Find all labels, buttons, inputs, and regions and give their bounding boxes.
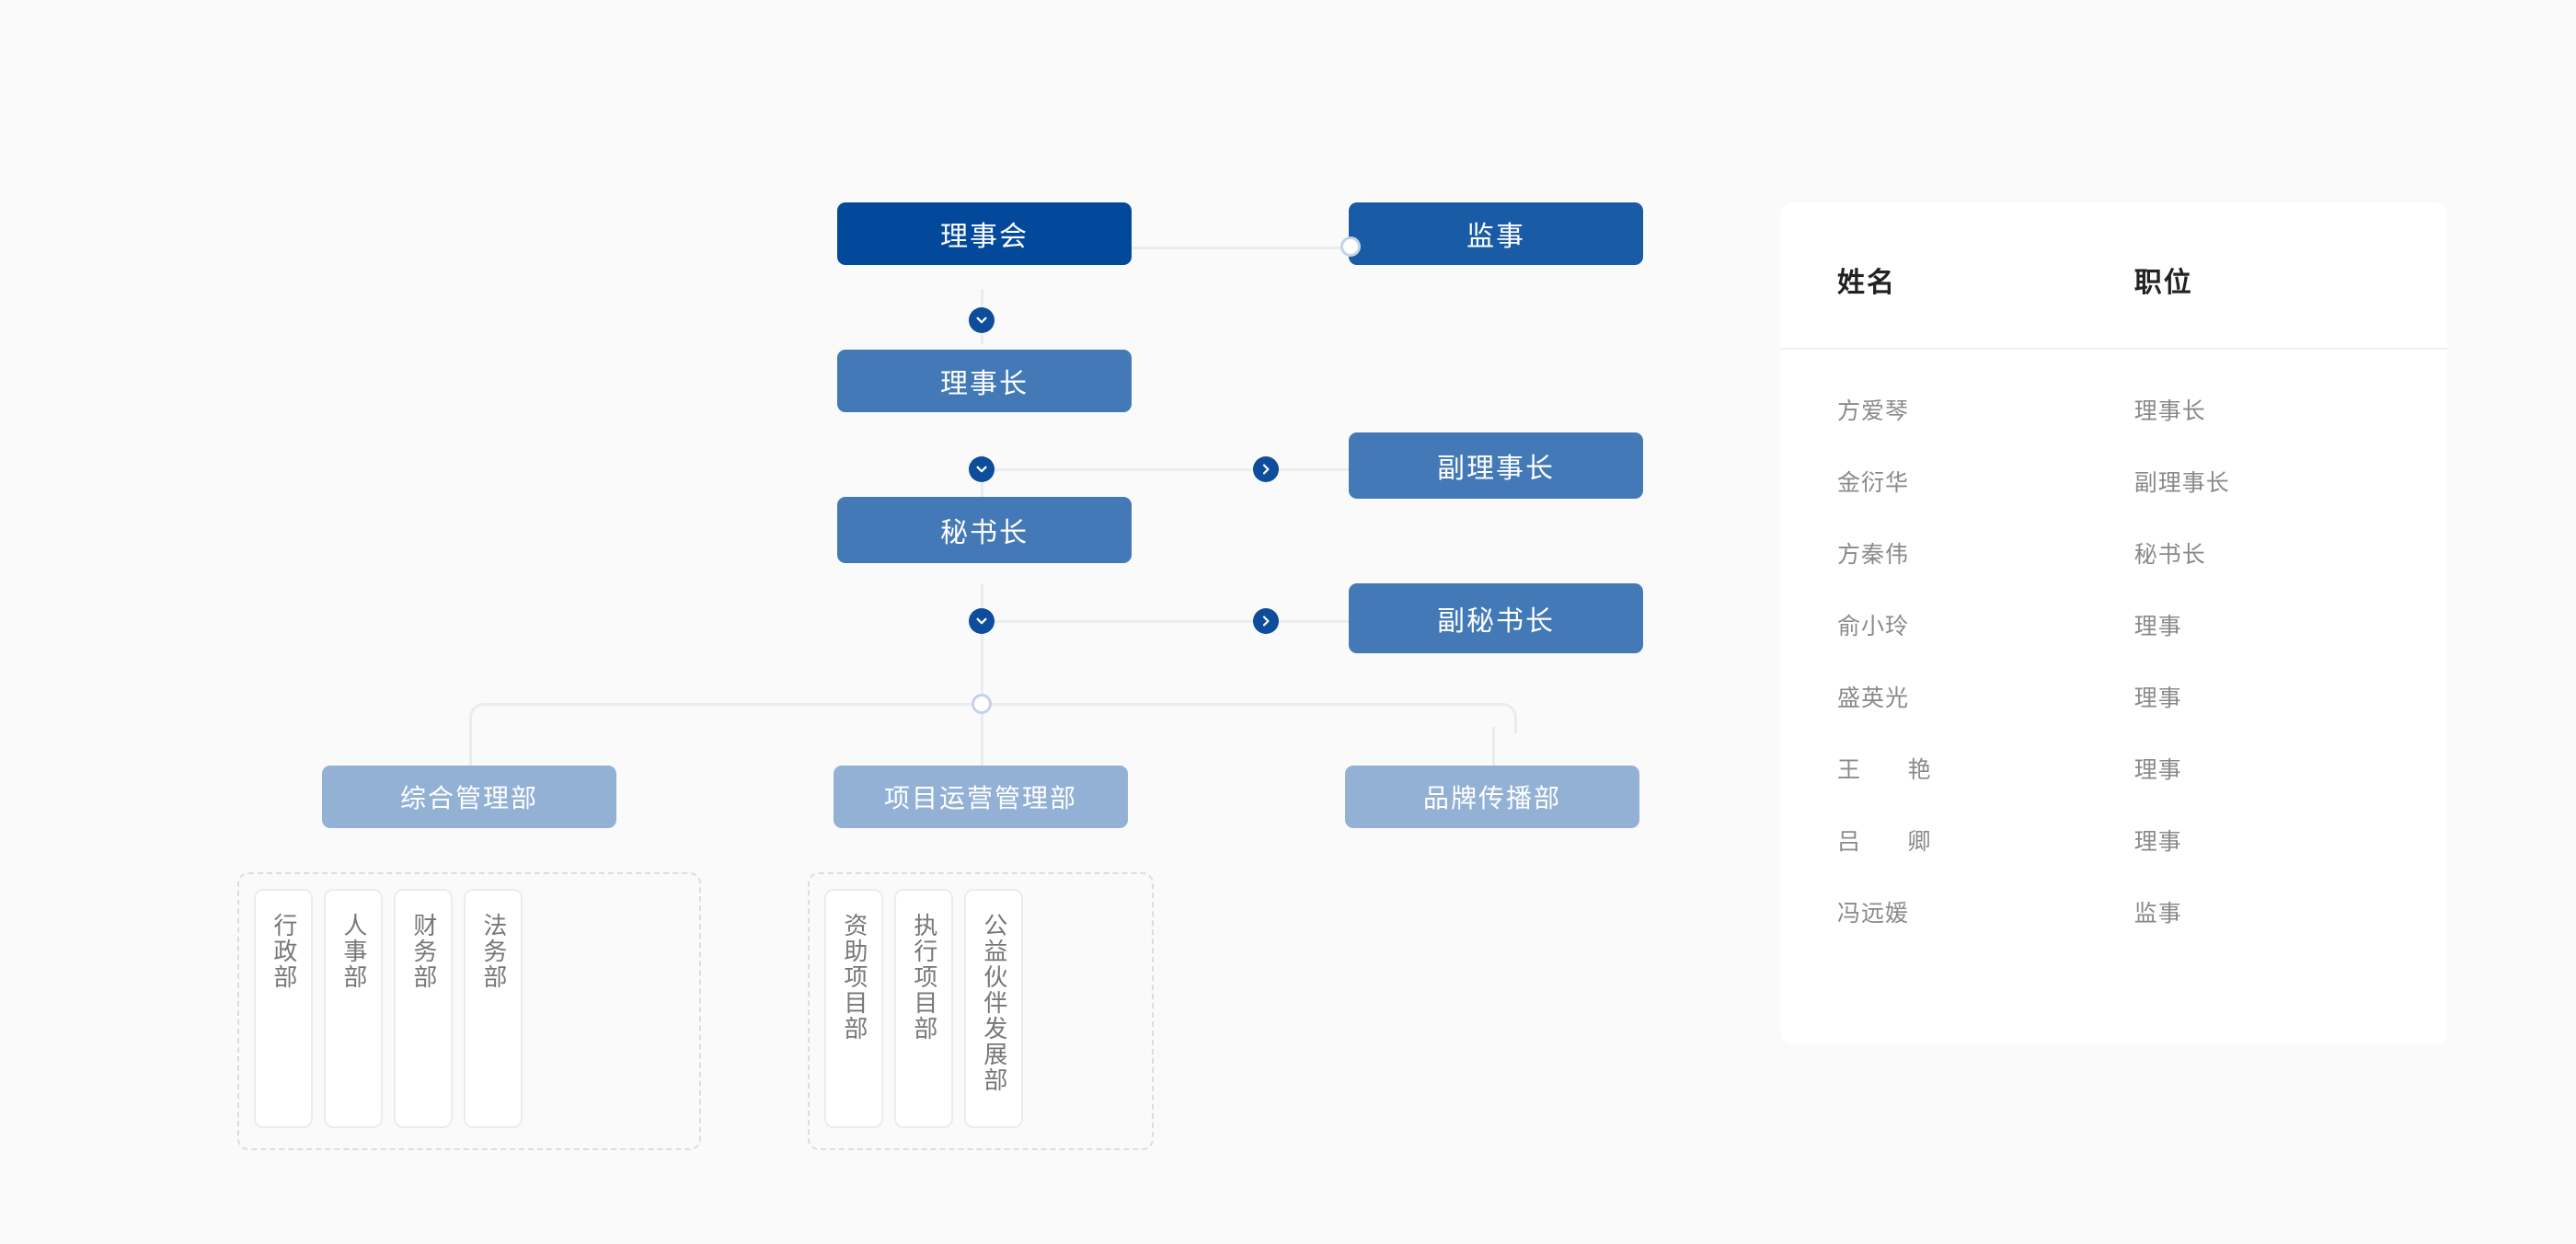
connector-drop-dept-1 (469, 727, 472, 766)
roster-cell-role: 理事 (2133, 614, 2182, 639)
chevron-right-icon-deputy-chairman[interactable] (1253, 456, 1279, 482)
subnode-grant-projects[interactable]: 资助项目部 (824, 889, 883, 1128)
table-row: 吕卿 理事 (1780, 804, 2447, 876)
connector-drop-dept-2 (981, 703, 983, 766)
table-row: 冯远媛 监事 (1780, 876, 2447, 948)
table-row: 方爱琴 理事长 (1780, 349, 2447, 445)
subnode-legal[interactable]: 法务部 (464, 889, 523, 1128)
node-label: 副理事长 (1437, 454, 1555, 484)
endpoint-node-icon[interactable] (1340, 236, 1361, 257)
node-label: 监事 (1466, 222, 1525, 252)
roster-cell-role: 理事 (2133, 685, 2182, 711)
roster-cell-name: 盛英光 (1837, 685, 1910, 711)
subgroup-project-operations: 资助项目部 执行项目部 公益伙伴发展部 (808, 872, 1154, 1150)
roster-table: 姓名 职位 方爱琴 理事长 金衍华 副理事长 方秦伟 秘书长 俞小玲 (1780, 202, 2447, 948)
node-label: 理事长 (940, 369, 1029, 399)
node-chairman[interactable]: 理事长 (837, 350, 1132, 412)
subnode-label: 执行项目部 (910, 913, 938, 1042)
subnode-label: 公益伙伴发展部 (980, 913, 1008, 1093)
connector-deputy-chairman-branch (981, 468, 1349, 471)
roster-body: 方爱琴 理事长 金衍华 副理事长 方秦伟 秘书长 俞小玲 理事 盛英光 理事 (1780, 349, 2447, 948)
table-row: 金衍华 副理事长 (1780, 445, 2447, 517)
chevron-down-icon-chairman[interactable] (969, 456, 995, 482)
roster-cell-role: 理事 (2133, 829, 2182, 855)
node-department-brand-communication[interactable]: 品牌传播部 (1345, 766, 1639, 828)
subnode-execution-projects[interactable]: 执行项目部 (894, 889, 953, 1128)
roster-cell-name: 王艳 (1780, 732, 2134, 804)
node-board-of-directors[interactable]: 理事会 (837, 202, 1132, 265)
subnode-label: 法务部 (479, 913, 508, 990)
roster-cell-role: 副理事长 (2133, 470, 2230, 496)
node-supervisor[interactable]: 监事 (1349, 202, 1643, 265)
junction-node-icon[interactable] (972, 694, 992, 714)
roster-column-role: 职位 (2133, 202, 2447, 350)
node-secretary-general[interactable]: 秘书长 (837, 497, 1132, 563)
roster-card: 姓名 职位 方爱琴 理事长 金衍华 副理事长 方秦伟 秘书长 俞小玲 (1780, 202, 2447, 1044)
connector-elbow-right (1492, 703, 1517, 733)
node-label: 综合管理部 (399, 784, 538, 812)
connector-drop-dept-3 (1492, 727, 1495, 766)
connector-deputy-secretary-branch (981, 620, 1349, 623)
connector-root-to-supervisor (1130, 247, 1351, 249)
roster-column-name: 姓名 (1780, 202, 2134, 350)
node-label: 秘书长 (940, 518, 1029, 548)
subnode-human-resources[interactable]: 人事部 (324, 889, 383, 1128)
node-deputy-chairman[interactable]: 副理事长 (1349, 432, 1643, 499)
node-label: 品牌传播部 (1422, 784, 1561, 812)
table-row: 俞小玲 理事 (1780, 589, 2447, 661)
connector-department-bus (483, 703, 1504, 706)
chevron-right-icon-deputy-secretary[interactable] (1253, 608, 1279, 634)
subgroup-general-management: 行政部 人事部 财务部 法务部 (237, 872, 701, 1150)
node-department-general-management[interactable]: 综合管理部 (322, 766, 616, 828)
roster-name-text: 王艳 (1837, 757, 1932, 783)
roster-cell-name: 冯远媛 (1837, 901, 1910, 927)
subnode-label: 资助项目部 (840, 913, 868, 1042)
roster-cell-name: 方爱琴 (1837, 398, 1910, 424)
roster-header-row: 姓名 职位 (1780, 202, 2447, 350)
subnode-partner-development[interactable]: 公益伙伴发展部 (964, 889, 1023, 1128)
roster-cell-name: 吕卿 (1780, 804, 2134, 876)
roster-cell-name: 俞小玲 (1837, 614, 1910, 639)
roster-cell-role: 理事 (2133, 757, 2182, 783)
connector-chairman-to-secretary (981, 455, 983, 510)
connector-secretary-to-junction (981, 583, 983, 703)
node-label: 理事会 (940, 222, 1029, 252)
roster-cell-role: 秘书长 (2133, 542, 2206, 568)
node-department-project-operations[interactable]: 项目运营管理部 (834, 766, 1128, 828)
subnode-label: 人事部 (339, 913, 368, 990)
roster-cell-name: 方秦伟 (1837, 542, 1910, 568)
table-row: 盛英光 理事 (1780, 661, 2447, 732)
roster-cell-role: 理事长 (2133, 398, 2206, 424)
node-label: 副秘书长 (1437, 606, 1555, 637)
subnode-finance[interactable]: 财务部 (394, 889, 453, 1128)
roster-cell-role: 监事 (2133, 901, 2182, 927)
chevron-down-icon-root[interactable] (969, 307, 995, 333)
subnode-label: 行政部 (270, 913, 298, 990)
subnode-administration[interactable]: 行政部 (254, 889, 313, 1128)
node-label: 项目运营管理部 (883, 784, 1077, 812)
roster-cell-name: 金衍华 (1837, 470, 1910, 496)
table-row: 王艳 理事 (1780, 732, 2447, 804)
roster-name-text: 吕卿 (1837, 829, 1932, 855)
table-row: 方秦伟 秘书长 (1780, 517, 2447, 589)
connector-elbow-left (469, 703, 494, 733)
subnode-label: 财务部 (409, 913, 438, 990)
node-deputy-secretary-general[interactable]: 副秘书长 (1349, 583, 1643, 653)
chevron-down-icon-secretary[interactable] (969, 608, 995, 634)
